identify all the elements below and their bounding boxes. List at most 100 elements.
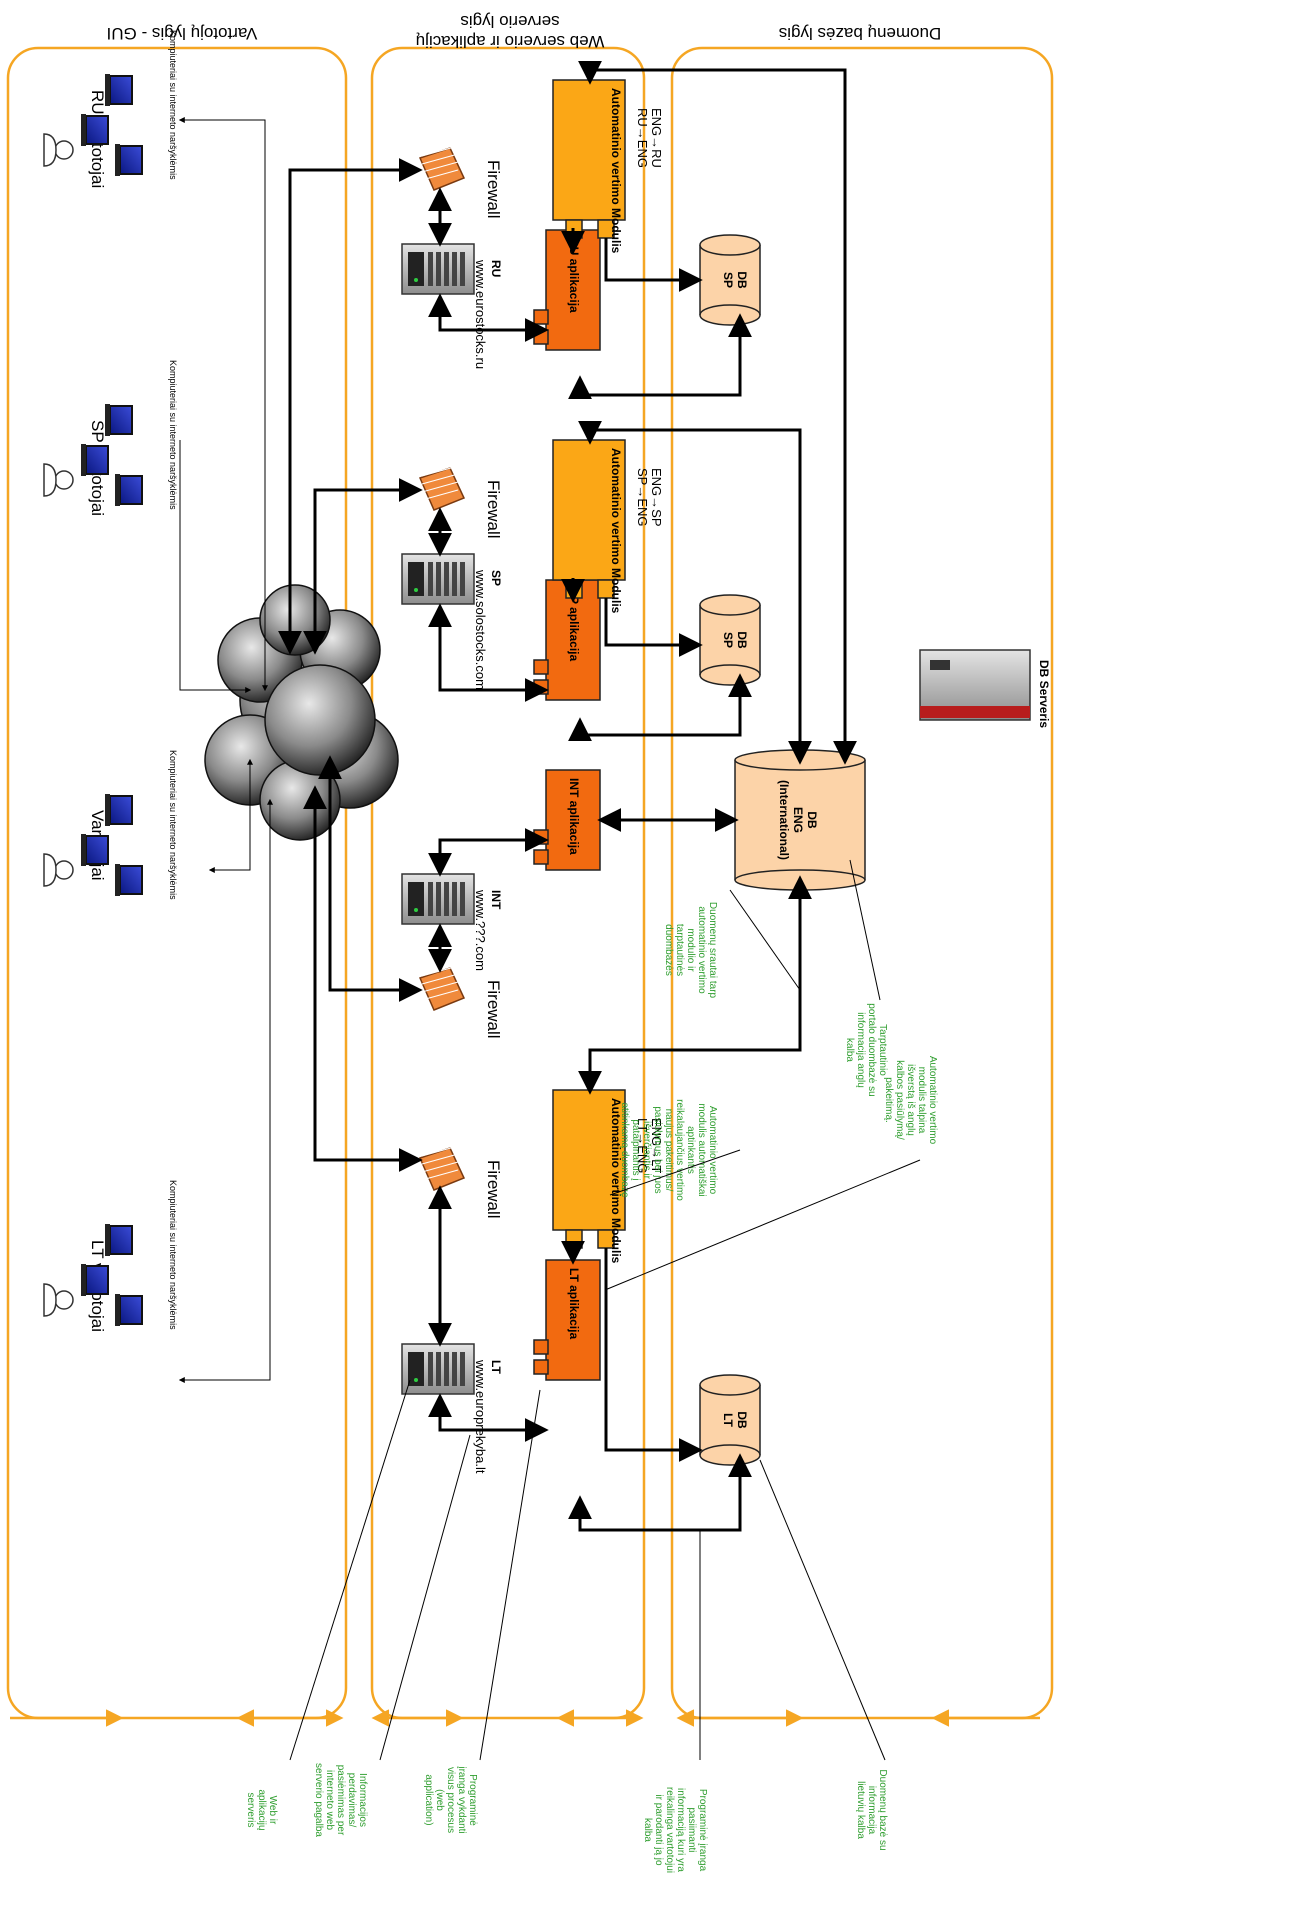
note-data-exchange-wrap: Duomenų srautai tarpautomatinio vertimom… xyxy=(663,902,718,999)
user-link-ru xyxy=(178,117,268,692)
user-group-2: SP vartotojaiKompiuteriai su interneto n… xyxy=(43,360,178,516)
firewall-1: Firewall xyxy=(418,145,503,219)
server-url: www.europrekyba.lt xyxy=(473,1359,488,1474)
app-label: LT aplikacija xyxy=(567,1268,581,1339)
firewall-label: Firewall xyxy=(484,480,503,539)
db-app-lt xyxy=(568,1453,752,1532)
note-pointer xyxy=(729,889,801,991)
user-caption: Kompiuteriai su interneto naršyklėmis xyxy=(168,360,178,510)
app-lt: LT aplikacija xyxy=(533,1259,601,1381)
user-caption-wrap: Kompiuteriai su interneto naršyklėmis xyxy=(168,750,178,900)
db-app-sp xyxy=(568,673,752,742)
firewall-4: Firewall xyxy=(418,1145,503,1219)
module-title: Automatinio vertimo Modulis xyxy=(609,448,623,614)
cloud-fw-sp xyxy=(303,478,423,655)
computer-icon xyxy=(115,474,143,506)
server-url: www.eurostocks.ru xyxy=(473,259,488,369)
user-caption: Kompiuteriai su interneto naršyklėmis xyxy=(168,750,178,900)
note-pointer xyxy=(849,859,881,1001)
computer-icons xyxy=(81,1224,143,1326)
module-dir-2: ENG→LT xyxy=(649,1118,664,1173)
module-dir-2: ENG→RU xyxy=(649,108,664,168)
module-db-lt xyxy=(604,1248,703,1462)
app-label: INT aplikacija xyxy=(567,778,581,855)
server-icon xyxy=(401,553,475,605)
computer-icon xyxy=(115,144,143,176)
server-icon xyxy=(401,873,475,925)
user-caption-wrap: Kompiuteriai su interneto naršyklėmis xyxy=(168,360,178,510)
note-intl-db: Tarptautinioportalo duombazė suinformaci… xyxy=(844,1003,888,1096)
computer-icons xyxy=(81,74,143,176)
app-label-wrap: LT aplikacija xyxy=(567,1268,581,1339)
computer-icon xyxy=(81,1264,109,1296)
server-code: RU xyxy=(489,260,503,277)
firewall-icon xyxy=(418,965,466,1011)
computer-icon xyxy=(81,114,109,146)
db-server-label: DB Serveris xyxy=(1037,660,1051,728)
db-label-2: SP xyxy=(721,272,735,288)
note-pointer xyxy=(289,1379,411,1761)
db-label-1: DB xyxy=(735,631,749,649)
app-label-wrap: RU aplikacija xyxy=(567,238,581,313)
server-code: LT xyxy=(489,1360,503,1374)
module-dir-2: ENG→SP xyxy=(649,468,664,527)
module-title: Automatinio vertimo Modulis xyxy=(609,1098,623,1264)
firewall-icon xyxy=(418,1145,466,1191)
module-dir-1: RU→ENG xyxy=(635,108,650,168)
server-app-ru xyxy=(428,293,549,342)
note-web-app-server: Web iraplikacijųserveris xyxy=(245,1789,278,1831)
firewall-2: Firewall xyxy=(418,465,503,539)
user-caption: Kompiuteriai su interneto naršyklėmis xyxy=(168,30,178,180)
tier-title-web-wrap: Web serverio ir aplikacijųserverio lygis xyxy=(416,12,605,51)
note-pointer xyxy=(379,1434,471,1761)
note-db-lt: Duomenų bazė suinformacijalietuvių kalba xyxy=(855,1769,888,1850)
firewall-label-wrap: Firewall xyxy=(484,160,503,219)
note-pointer xyxy=(759,1459,886,1761)
note-info-transfer-wrap: Informacijosperdavimas/pasiėmimas perint… xyxy=(313,1763,368,1837)
user-group-4: LT vartotojaiKompiuteriai su interneto n… xyxy=(43,1180,178,1332)
server-icon xyxy=(401,243,475,295)
app-label: SP aplikacija xyxy=(567,588,581,661)
server-code: INT xyxy=(489,890,503,910)
module-intl-ru xyxy=(578,60,857,765)
note-software-db-wrap: Programinė įrangapasiimantiinformaciją k… xyxy=(642,1787,708,1873)
firewall-label: Firewall xyxy=(484,1160,503,1219)
firewall-label-wrap: Firewall xyxy=(484,1160,503,1219)
note-web-app-server-wrap: Web iraplikacijųserveris xyxy=(245,1789,278,1831)
computer-icon xyxy=(105,794,133,826)
tier-title-db: Duomenų bazės lygis xyxy=(779,24,942,43)
tier-title-web: Web serverio ir aplikacijųserverio lygis xyxy=(416,12,605,51)
server-code: SP xyxy=(489,570,503,586)
rotated-diagram xyxy=(6,46,1054,1720)
note-module-store-wrap: Automatinio vertimomodulis talpinaišvers… xyxy=(883,1056,938,1145)
tier-title-gui: Vartotojų lygis - GUI xyxy=(107,24,258,43)
note-pointer xyxy=(479,1389,541,1761)
internet-cloud xyxy=(204,584,399,841)
person-icon xyxy=(43,463,74,497)
computer-icon xyxy=(105,404,133,436)
person-icon xyxy=(43,133,74,167)
user-caption: Kompiuteriai su interneto naršyklėmis xyxy=(168,1180,178,1330)
computer-icon xyxy=(105,74,133,106)
firewall-label: Firewall xyxy=(484,980,503,1039)
db-label-2: SP xyxy=(721,632,735,648)
computer-icons xyxy=(81,404,143,506)
server-url: www.solostocks.com xyxy=(473,569,488,690)
module-intl-lt xyxy=(578,875,812,1095)
computer-icon xyxy=(81,444,109,476)
